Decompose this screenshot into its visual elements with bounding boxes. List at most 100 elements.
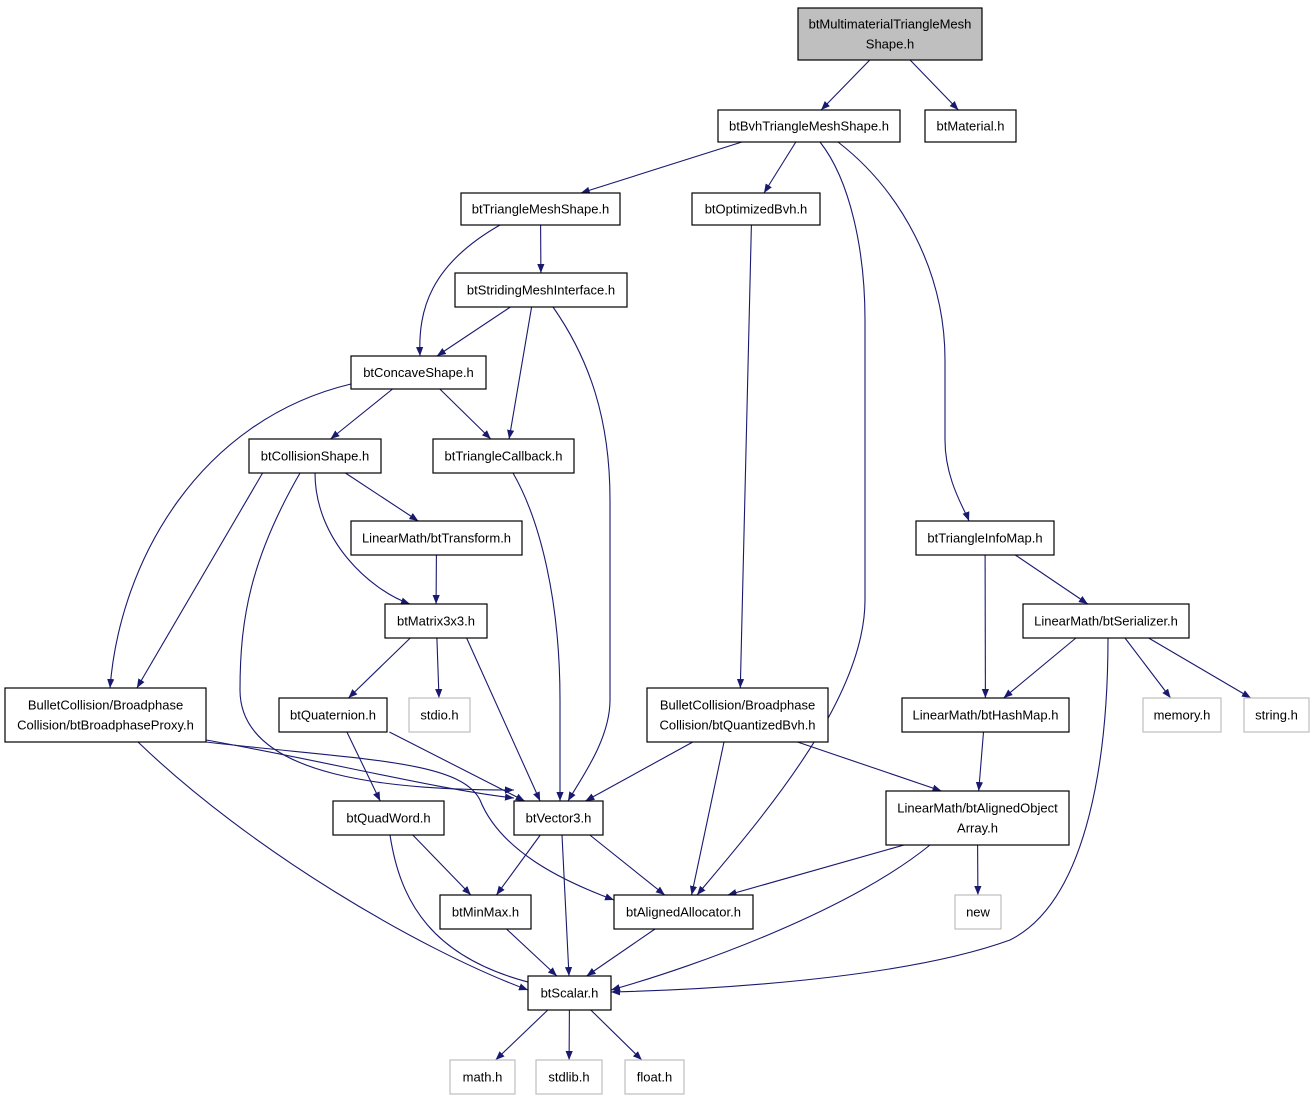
edge-vector3-to-minmax (495, 834, 541, 896)
node-box (432, 438, 575, 474)
edge-collision-to-bproxy (136, 472, 264, 689)
node-box (717, 109, 901, 143)
node-label: btOptimizedBvh.h (705, 202, 808, 217)
node-box (535, 1059, 603, 1095)
node-stdlib[interactable]: stdlib.h (535, 1059, 603, 1095)
edge-root-to-material (909, 59, 959, 111)
edge-root-to-bvh (820, 59, 871, 111)
node-transform[interactable]: LinearMath/btTransform.h (350, 520, 523, 556)
node-quaternion[interactable]: btQuaternion.h (278, 697, 388, 733)
node-box (1243, 697, 1310, 733)
node-memory[interactable]: memory.h (1142, 697, 1222, 733)
node-box (408, 697, 471, 733)
node-hashmap[interactable]: LinearMath/btHashMap.h (901, 697, 1070, 733)
edges (107, 59, 1252, 1061)
node-tricallback[interactable]: btTriangleCallback.h (432, 438, 575, 474)
node-label: btTriangleMeshShape.h (472, 202, 610, 217)
edge-bvh-to-alignedalloc (696, 141, 866, 896)
edge-triinfomap-to-serializer (1014, 554, 1089, 605)
node-label: LinearMath/btHashMap.h (913, 708, 1059, 723)
node-label: btTriangleCallback.h (444, 449, 562, 464)
edge-concave-to-collision (330, 388, 393, 440)
node-box (527, 975, 612, 1011)
edge-bproxy-to-alignedalloc (205, 741, 615, 901)
node-box (924, 109, 1017, 143)
edge-collision-to-vector3 (239, 472, 515, 794)
edge-optbvh-to-qbvh (736, 224, 752, 689)
node-trimesh[interactable]: btTriangleMeshShape.h (460, 192, 621, 226)
node-label: btAlignedAllocator.h (626, 905, 741, 920)
node-triinfomap[interactable]: btTriangleInfoMap.h (915, 520, 1055, 556)
node-box (460, 192, 621, 226)
node-label: btQuadWord.h (346, 811, 430, 826)
node-bvh[interactable]: btBvhTriangleMeshShape.h (717, 109, 901, 143)
node-stdio[interactable]: stdio.h (408, 697, 471, 733)
node-label: btMatrix3x3.h (397, 614, 475, 629)
node-label: btStridingMeshInterface.h (467, 283, 615, 298)
node-math[interactable]: math.h (449, 1059, 516, 1095)
node-box (248, 438, 382, 474)
node-label: float.h (637, 1070, 672, 1085)
node-box (613, 894, 754, 930)
node-collision[interactable]: btCollisionShape.h (248, 438, 382, 474)
node-new[interactable]: new (954, 894, 1002, 930)
edge-bproxy-to-vector3 (205, 739, 515, 801)
node-label: btMaterial.h (937, 119, 1005, 134)
node-striding[interactable]: btStridingMeshInterface.h (454, 272, 628, 308)
node-label: btQuaternion.h (290, 708, 376, 723)
node-vector3[interactable]: btVector3.h (513, 800, 604, 836)
node-alignedalloc[interactable]: btAlignedAllocator.h (613, 894, 754, 930)
edge-striding-to-tricallback (507, 306, 533, 440)
edge-matrix-to-stdio (435, 637, 443, 699)
node-box (350, 355, 487, 390)
node-matrix[interactable]: btMatrix3x3.h (384, 603, 488, 639)
node-box (646, 687, 829, 743)
edge-serializer-to-memory (1124, 637, 1172, 699)
node-box (915, 520, 1055, 556)
edge-scalar-to-math (495, 1009, 549, 1061)
node-label: Collision/btQuantizedBvh.h (659, 718, 815, 733)
node-box (350, 520, 523, 556)
edge-striding-to-concave (436, 306, 511, 357)
edge-serializer-to-scalar (610, 637, 1109, 996)
node-scalar[interactable]: btScalar.h (527, 975, 612, 1011)
node-box (1022, 603, 1190, 639)
node-label: Array.h (957, 821, 998, 836)
edge-concave-to-tricallback (439, 388, 492, 440)
node-concave[interactable]: btConcaveShape.h (350, 355, 487, 390)
node-float[interactable]: float.h (624, 1059, 685, 1095)
edge-qbvh-to-alignedalloc (689, 741, 725, 896)
node-label: stdlib.h (548, 1070, 589, 1085)
edge-bproxy-to-scalar (137, 741, 529, 991)
edge-hashmap-to-alignedarray (975, 731, 985, 792)
node-box (384, 603, 488, 639)
node-box (449, 1059, 516, 1095)
node-box (954, 894, 1002, 930)
node-box (439, 894, 532, 930)
node-label: BulletCollision/Broadphase (660, 698, 815, 713)
node-label: btMultimaterialTriangleMesh (809, 17, 972, 32)
node-box (513, 800, 604, 836)
node-label: math.h (463, 1070, 503, 1085)
node-qbvh[interactable]: BulletCollision/BroadphaseCollision/btQu… (646, 687, 829, 743)
node-box (278, 697, 388, 733)
node-label: LinearMath/btAlignedObject (897, 801, 1058, 816)
node-string[interactable]: string.h (1243, 697, 1310, 733)
edge-quadword-to-minmax (412, 834, 472, 896)
edge-collision-to-matrix (314, 472, 411, 605)
node-minmax[interactable]: btMinMax.h (439, 894, 532, 930)
node-optbvh[interactable]: btOptimizedBvh.h (691, 192, 821, 226)
node-material[interactable]: btMaterial.h (924, 109, 1017, 143)
node-bproxy[interactable]: BulletCollision/BroadphaseCollision/btBr… (4, 687, 207, 743)
node-serializer[interactable]: LinearMath/btSerializer.h (1022, 603, 1190, 639)
edge-quaternion-to-quadword (346, 731, 381, 802)
node-box (885, 790, 1070, 846)
edge-qbvh-to-alignedarray (797, 741, 942, 792)
edge-collision-to-transform (345, 472, 419, 522)
node-label: string.h (1255, 708, 1298, 723)
node-quadword[interactable]: btQuadWord.h (332, 800, 445, 836)
node-label: memory.h (1154, 708, 1211, 723)
